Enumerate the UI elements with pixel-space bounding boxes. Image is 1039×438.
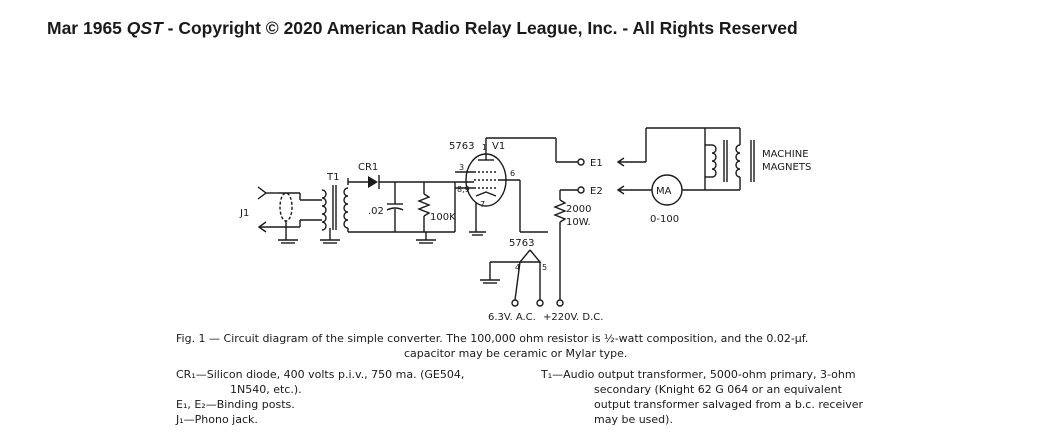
magnets-label-1: MACHINE xyxy=(762,149,809,160)
caption-cr1-cont: 1N540, etc.). xyxy=(230,383,302,396)
machine-magnets xyxy=(704,127,755,191)
magnets-label-2: MAGNETS xyxy=(762,162,811,173)
phono-jack xyxy=(257,186,300,244)
pin-4: 4 xyxy=(515,263,520,272)
supply-ac-label: 6.3V. A.C. xyxy=(488,312,536,323)
tube-v1 xyxy=(455,138,520,232)
heater-circuit xyxy=(480,249,564,307)
tube-top-label: 5763 xyxy=(449,141,474,152)
transformer-label: T1 xyxy=(326,172,339,183)
diode-cr1 xyxy=(348,175,455,189)
jack-label: J1 xyxy=(239,208,249,219)
supply-dc-label: +220V. D.C. xyxy=(543,312,603,323)
post-e1-label: E1 xyxy=(590,158,603,169)
header-magazine: QST xyxy=(126,18,163,38)
resistor-2000-watts: 10W. xyxy=(566,217,591,228)
pin-8-9: 8,9 xyxy=(457,185,470,194)
pin-1: 1 xyxy=(482,143,487,152)
transformer-t1 xyxy=(299,178,349,244)
resistor-2000 xyxy=(553,190,567,300)
caption-j: J₁—Phono jack. xyxy=(176,413,258,426)
tube-ref: V1 xyxy=(492,141,505,152)
capacitor-label: .02 xyxy=(368,206,384,217)
meter-range: 0-100 xyxy=(650,214,679,225)
pin-3: 3 xyxy=(459,163,464,172)
pin-5: 5 xyxy=(542,263,547,272)
pin-6: 6 xyxy=(510,169,515,178)
caption-e: E₁, E₂—Binding posts. xyxy=(176,398,295,411)
caption-line-1: Fig. 1 — Circuit diagram of the simple c… xyxy=(176,332,809,345)
pin-7: 7 xyxy=(480,200,485,209)
resistor-2000-label: 2000 xyxy=(566,204,591,215)
capacitor-02 xyxy=(386,182,404,232)
caption-cr1: CR₁—Silicon diode, 400 volts p.i.v., 750… xyxy=(176,368,465,381)
caption-t1-cont3: may be used). xyxy=(594,413,673,426)
tube-bottom-label: 5763 xyxy=(509,238,534,249)
caption-line-2: capacitor may be ceramic or Mylar type. xyxy=(404,347,628,360)
header-prefix: Mar 1965 xyxy=(47,18,127,38)
resistor-100k xyxy=(417,182,431,232)
diode-label: CR1 xyxy=(358,162,378,173)
header-suffix: - Copyright © 2020 American Radio Relay … xyxy=(162,18,798,38)
post-e2-label: E2 xyxy=(590,186,603,197)
page-header: Mar 1965 QST - Copyright © 2020 American… xyxy=(47,18,798,39)
meter-label: MA xyxy=(656,186,672,197)
caption-t1-cont1: secondary (Knight 62 G 064 or an equival… xyxy=(594,383,842,396)
resistor-label: 100K xyxy=(430,212,456,223)
caption-t1: T₁—Audio output transformer, 5000-ohm pr… xyxy=(541,368,856,381)
caption-t1-cont2: output transformer salvaged from a b.c. … xyxy=(594,398,864,411)
